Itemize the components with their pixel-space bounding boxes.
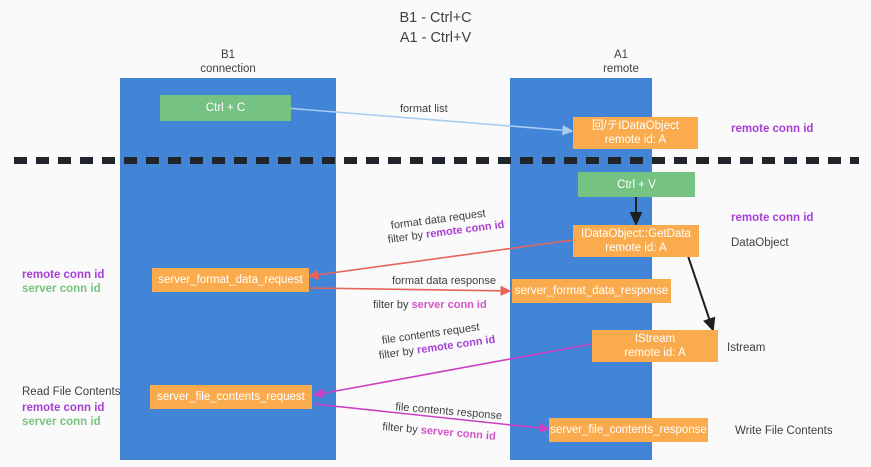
arrow-getdata-to-istream	[687, 255, 716, 332]
edge-label-format-data-response: format data response	[392, 275, 496, 287]
filter-prefix-text: filter by	[378, 344, 418, 362]
edge-label-file-contents-response: file contents response	[394, 400, 503, 423]
right-label-write-file-contents: Write File Contents	[735, 425, 833, 437]
right-label-remote-conn-id-mid: remote conn id	[731, 212, 814, 224]
filter-prefix-text: filter by	[387, 228, 427, 246]
edge-label-format-data-response-filter: filter by server conn id	[373, 298, 487, 312]
right-label-istream: Istream	[727, 342, 766, 354]
idataobject-node[interactable]: 回/テIDataObject remote id: A	[573, 117, 698, 149]
istream-node[interactable]: IStream remote id: A	[592, 330, 718, 362]
left-label-remote-conn-id-bottom: remote conn id	[22, 402, 105, 414]
server-file-contents-request-node[interactable]: server_file_contents_request	[150, 385, 312, 409]
server-file-contents-response-node[interactable]: server_file_contents_response	[549, 418, 708, 442]
server-conn-id-key: server conn id	[411, 299, 487, 311]
left-label-remote-conn-id: remote conn id	[22, 269, 105, 281]
filter-prefix-text: filter by	[381, 420, 422, 437]
column-header-b1: B1 connection	[200, 49, 256, 75]
ctrl-c-node[interactable]: Ctrl + C	[160, 95, 291, 121]
phase-divider	[14, 157, 859, 164]
column-header-a1: A1 remote	[603, 49, 639, 75]
left-label-server-conn-id: server conn id	[22, 283, 101, 295]
page-title: B1 - Ctrl+C A1 - Ctrl+V	[399, 10, 472, 46]
edge-label-file-contents-response-filter: filter by server conn id	[382, 420, 497, 444]
left-label-server-conn-id-bottom: server conn id	[22, 416, 101, 428]
right-label-remote-conn-id-top: remote conn id	[731, 123, 814, 135]
server-format-data-request-node[interactable]: server_format_data_request	[152, 268, 309, 292]
left-label-read-file-contents: Read File Contents	[22, 386, 121, 398]
right-label-dataobject: DataObject	[731, 237, 789, 249]
server-format-data-response-node[interactable]: server_format_data_response	[512, 279, 671, 303]
edge-label-format-list: format list	[400, 103, 448, 115]
filter-prefix-text: filter by	[373, 299, 412, 311]
ctrl-v-node[interactable]: Ctrl + V	[578, 172, 695, 197]
arrow-format-data-response	[308, 285, 512, 296]
server-conn-id-key: server conn id	[420, 424, 497, 443]
idataobject-getdata-node[interactable]: IDataObject::GetData remote id: A	[573, 225, 699, 257]
